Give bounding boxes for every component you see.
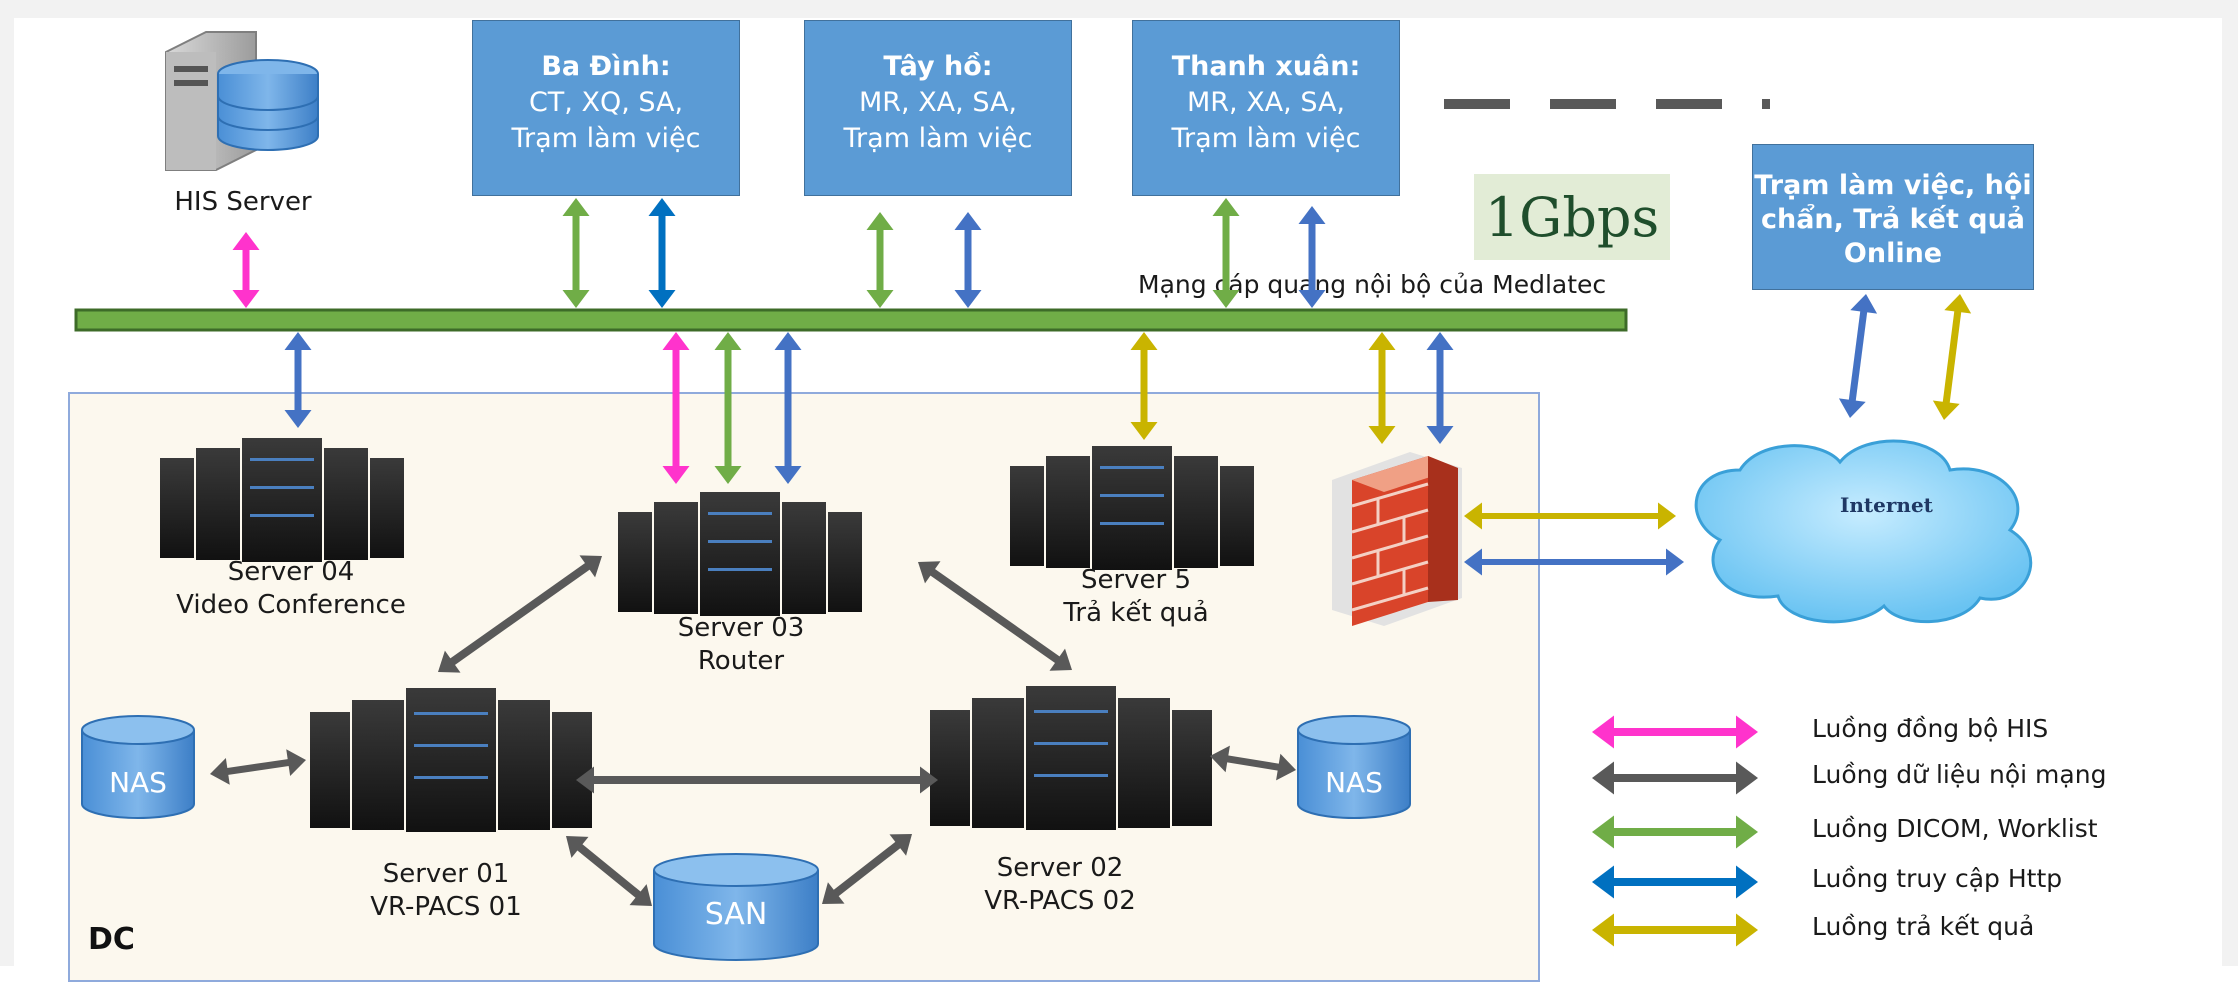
arrow-ba-dinh-dicom bbox=[562, 198, 590, 308]
nas-right-icon bbox=[1297, 715, 1411, 819]
site-title: Ba Đình: bbox=[541, 51, 671, 82]
arrow-his-sync bbox=[232, 232, 260, 308]
arrow-firewall-internet-http bbox=[1464, 548, 1684, 576]
san-label: SAN bbox=[704, 897, 768, 932]
legend-internal-arrow-icon bbox=[1592, 761, 1758, 795]
arrow-server03-his bbox=[662, 332, 690, 484]
legend-his-arrow-icon bbox=[1592, 715, 1758, 749]
site-workstation: Trạm làm việc bbox=[1171, 123, 1361, 154]
server-04-label: Server 04 Video Conference bbox=[146, 556, 436, 622]
server-5-role: Trả kết quả bbox=[1063, 598, 1209, 628]
nas-right-label: NAS bbox=[1325, 766, 1383, 799]
arrow-firewall-result bbox=[1368, 332, 1396, 444]
internet-label: Internet bbox=[1840, 493, 1934, 517]
server-5-rack-icon bbox=[1010, 446, 1254, 570]
server-5-name: Server 5 bbox=[1080, 565, 1192, 595]
legend-http-label: Luồng truy cập Http bbox=[1812, 864, 2063, 893]
arrow-server03-server02 bbox=[918, 561, 1072, 671]
legend-result-label: Luồng trả kết quả bbox=[1812, 912, 2035, 941]
arrow-nas-server01 bbox=[210, 749, 306, 785]
arrow-firewall-internet-result bbox=[1464, 502, 1676, 530]
legend-arrow-shape bbox=[1592, 761, 1758, 795]
arrow-tay-ho-dicom bbox=[866, 212, 894, 308]
arrow-server02-nas bbox=[1210, 745, 1296, 781]
server-04-rack-icon bbox=[160, 438, 404, 562]
server-01-name: Server 01 bbox=[382, 859, 510, 889]
legend-dicom-arrow-icon bbox=[1592, 815, 1758, 849]
server-03-role: Router bbox=[697, 646, 785, 676]
site-box-thanh-xuan: Thanh xuân: MR, XA, SA, Trạm làm việc bbox=[1132, 20, 1400, 196]
bandwidth-label: 1Gbps bbox=[1474, 174, 1670, 260]
arrows-layer bbox=[210, 198, 1972, 906]
arrow-server03-http bbox=[774, 332, 802, 484]
arrow-server01-san bbox=[566, 836, 652, 906]
arrow-thanh-xuan-http bbox=[1298, 206, 1326, 308]
arrow-server5-result bbox=[1130, 332, 1158, 440]
arrow-server01-server02 bbox=[576, 766, 938, 794]
arrow-ba-dinh-http bbox=[648, 198, 676, 308]
server-01-role: VR-PACS 01 bbox=[370, 892, 522, 922]
site-box-tay-ho: Tây hồ: MR, XA, SA, Trạm làm việc bbox=[804, 20, 1072, 196]
online-line-2: chẩn, Trả kết quả bbox=[1760, 204, 2026, 235]
arrow-san-server02 bbox=[822, 834, 912, 904]
arrow-thanh-xuan-dicom bbox=[1212, 198, 1240, 308]
arrow-tay-ho-http bbox=[954, 212, 982, 308]
legend-result-arrow-icon bbox=[1592, 913, 1758, 947]
server-03-name: Server 03 bbox=[677, 613, 805, 643]
site-title: Thanh xuân: bbox=[1171, 51, 1361, 82]
legend-item-internal: Luồng dữ liệu nội mạng bbox=[1588, 758, 2188, 798]
legend-item-his: Luồng đồng bộ HIS bbox=[1588, 712, 2188, 752]
his-server-label: HIS Server bbox=[174, 187, 312, 217]
legend-internal-label: Luồng dữ liệu nội mạng bbox=[1812, 760, 2107, 789]
legend-http-arrow-icon bbox=[1592, 865, 1758, 899]
dc-label: DC bbox=[88, 922, 135, 957]
legend-dicom-label: Luồng DICOM, Worklist bbox=[1812, 814, 2098, 843]
site-modalities: MR, XA, SA, bbox=[858, 87, 1018, 118]
legend-arrow-shape bbox=[1592, 865, 1758, 899]
arrow-online-result bbox=[1932, 294, 1972, 420]
online-line-3: Online bbox=[1843, 238, 1943, 269]
server-5-label: Server 5 Trả kết quả bbox=[1036, 564, 1236, 630]
server-02-name: Server 02 bbox=[996, 853, 1124, 883]
legend-item-http: Luồng truy cập Http bbox=[1588, 862, 2188, 902]
legend-item-result: Luồng trả kết quả bbox=[1588, 910, 2188, 950]
nas-left-icon bbox=[81, 715, 195, 819]
server-01-label: Server 01 VR-PACS 01 bbox=[336, 858, 556, 924]
site-workstation: Trạm làm việc bbox=[511, 123, 701, 154]
site-title: Tây hồ: bbox=[883, 51, 993, 82]
server-01-rack-icon bbox=[310, 688, 592, 832]
firewall-icon bbox=[1332, 452, 1462, 626]
legend-his-label: Luồng đồng bộ HIS bbox=[1812, 714, 2049, 743]
online-workstation-box: Trạm làm việc, hội chẩn, Trả kết quả Onl… bbox=[1752, 144, 2034, 290]
nas-left-label: NAS bbox=[109, 766, 167, 799]
legend-arrow-shape bbox=[1592, 913, 1758, 947]
server-02-label: Server 02 VR-PACS 02 bbox=[950, 852, 1170, 918]
arrow-firewall-http bbox=[1426, 332, 1454, 444]
arrow-online-http bbox=[1838, 294, 1878, 418]
site-modalities: MR, XA, SA, bbox=[1186, 87, 1346, 118]
site-modalities: CT, XQ, SA, bbox=[528, 87, 684, 118]
online-line-1: Trạm làm việc, hội bbox=[1754, 170, 2032, 201]
legend-arrow-shape bbox=[1592, 815, 1758, 849]
server-04-name: Server 04 bbox=[227, 557, 355, 587]
server-03-rack-icon bbox=[618, 492, 862, 616]
san-icon bbox=[653, 853, 819, 961]
arrow-server01-server03 bbox=[438, 555, 602, 673]
server-03-label: Server 03 Router bbox=[636, 612, 846, 678]
internet-cloud-icon bbox=[1694, 439, 2032, 624]
site-box-ba-dinh: Ba Đình: CT, XQ, SA, Trạm làm việc bbox=[472, 20, 740, 196]
arrow-server03-dicom bbox=[714, 332, 742, 484]
server-02-rack-icon bbox=[930, 686, 1212, 830]
fiber-backbone bbox=[74, 308, 1628, 332]
legend-arrow-shape bbox=[1592, 715, 1758, 749]
server-04-role: Video Conference bbox=[176, 590, 406, 620]
his-server-icon bbox=[165, 31, 319, 171]
server-02-role: VR-PACS 02 bbox=[984, 886, 1136, 916]
legend-item-dicom: Luồng DICOM, Worklist bbox=[1588, 812, 2188, 852]
site-workstation: Trạm làm việc bbox=[843, 123, 1033, 154]
arrow-server04-http bbox=[284, 332, 312, 428]
